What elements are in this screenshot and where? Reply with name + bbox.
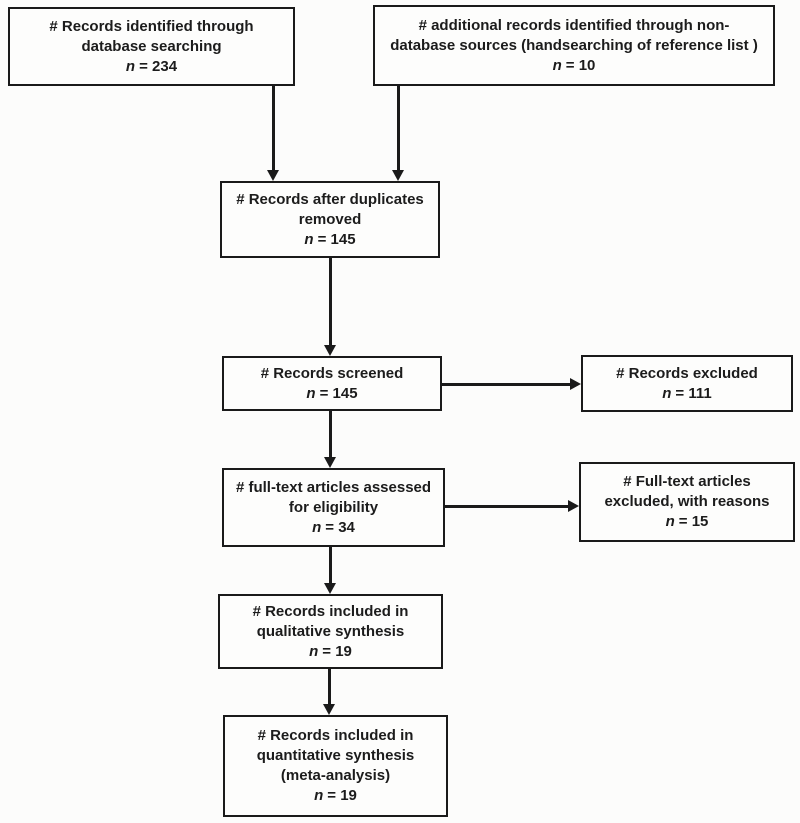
- n-value: = 19: [322, 642, 352, 660]
- box-n-count: n= 234: [126, 57, 177, 77]
- box-records-excluded: # Records excluded n= 111: [581, 355, 793, 412]
- box-records-after-duplicates-removed: # Records after duplicates removed n= 14…: [220, 181, 440, 258]
- box-n-count: n= 34: [312, 518, 355, 538]
- n-value: = 10: [565, 56, 596, 74]
- n-variable: n: [662, 384, 672, 402]
- arrow-database-to-duplicates: [272, 86, 275, 171]
- box-text-line: # Records excluded: [616, 364, 758, 382]
- box-text-line: # Records identified through: [49, 17, 254, 35]
- box-n-count: n= 145: [306, 384, 357, 404]
- box-records-identified-database: # Records identified through database se…: [8, 7, 295, 86]
- arrow-qualitative-to-quantitative: [328, 669, 331, 705]
- box-text-line: # additional records identified through …: [418, 16, 730, 34]
- box-n-count: n= 15: [666, 512, 709, 532]
- box-fulltext-articles-excluded: # Full-text articles excluded, with reas…: [579, 462, 795, 542]
- arrow-fulltext-to-excluded: [445, 505, 569, 508]
- box-text-line: # Full-text articles: [623, 473, 751, 490]
- box-fulltext-articles-assessed: # full-text articles assessed for eligib…: [222, 468, 445, 547]
- box-n-count: n= 111: [662, 384, 711, 404]
- n-value: = 145: [317, 230, 356, 248]
- box-text-line: # Records included in: [257, 727, 414, 744]
- n-value: = 19: [327, 787, 357, 804]
- box-records-screened: # Records screened n= 145: [222, 356, 442, 411]
- box-records-quantitative-synthesis: # Records included in quantitative synth…: [223, 715, 448, 817]
- n-variable: n: [552, 56, 562, 74]
- box-text-line: # full-text articles assessed: [235, 478, 432, 496]
- n-variable: n: [306, 384, 316, 402]
- arrow-duplicates-to-screened: [329, 258, 332, 346]
- box-text-line: database searching: [81, 37, 222, 55]
- box-text-line: database sources (handsearching of refer…: [390, 36, 758, 54]
- n-value: = 15: [678, 513, 709, 530]
- arrow-nondatabase-to-duplicates: [397, 86, 400, 171]
- box-n-count: n= 145: [304, 230, 355, 250]
- n-value: = 145: [319, 384, 358, 402]
- n-variable: n: [665, 513, 675, 530]
- box-text-line: (meta-analysis): [280, 767, 391, 784]
- box-text-line: # Records screened: [260, 364, 404, 382]
- box-n-count: n= 19: [314, 786, 357, 806]
- n-value: = 111: [675, 384, 712, 402]
- arrow-fulltext-to-qualitative: [329, 547, 332, 584]
- box-text-line: excluded, with reasons: [604, 493, 770, 510]
- box-text-line: qualitative synthesis: [256, 622, 405, 640]
- box-text-line: quantitative synthesis: [256, 747, 415, 764]
- box-text-line: removed: [298, 210, 362, 228]
- box-text-line: for eligibility: [288, 498, 379, 516]
- n-value: = 34: [325, 518, 355, 536]
- n-variable: n: [125, 57, 136, 75]
- n-variable: n: [309, 642, 319, 660]
- box-text-line: # Records included in: [252, 602, 409, 620]
- box-n-count: n= 10: [553, 56, 596, 76]
- n-variable: n: [314, 787, 324, 804]
- box-text-line: # Records after duplicates: [236, 190, 424, 208]
- box-n-count: n= 19: [309, 642, 352, 662]
- box-records-qualitative-synthesis: # Records included in qualitative synthe…: [218, 594, 443, 669]
- n-value: = 234: [139, 57, 178, 75]
- arrow-screened-to-fulltext: [329, 411, 332, 458]
- n-variable: n: [304, 230, 314, 248]
- arrow-screened-to-excluded: [442, 383, 571, 386]
- n-variable: n: [312, 518, 322, 536]
- box-additional-records-nondatabase: # additional records identified through …: [373, 5, 775, 86]
